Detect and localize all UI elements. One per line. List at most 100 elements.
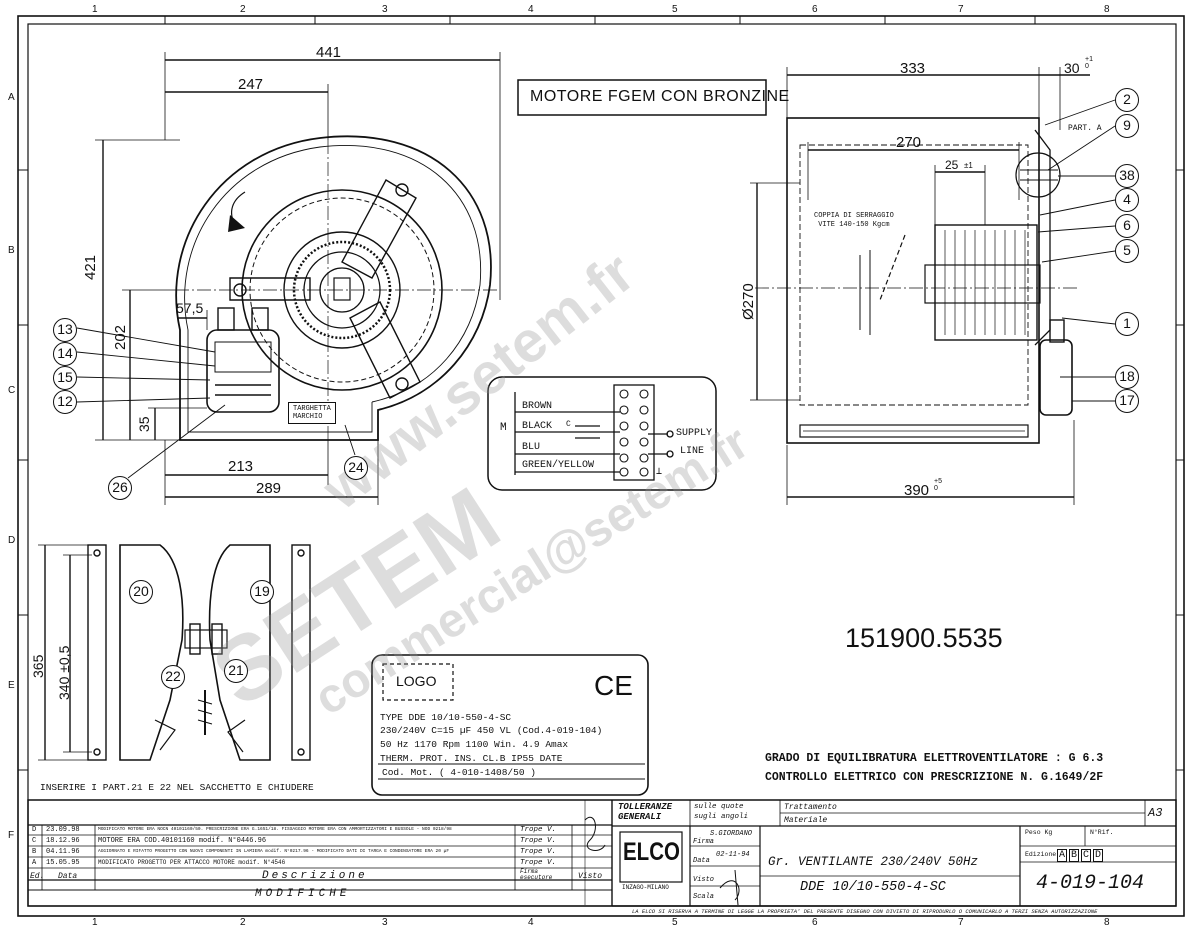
dim-441: 441 (316, 44, 342, 61)
border-num-3: 3 (382, 4, 388, 15)
tb-peso: Peso Kg (1025, 829, 1053, 836)
border-num-b7: 7 (958, 917, 964, 928)
part-a-label: PART. A (1068, 124, 1102, 133)
rev-d-date: 23.09.98 (46, 826, 80, 834)
dim-390-tol: +5 0 (934, 478, 942, 492)
border-letter-c: C (8, 385, 16, 396)
border-num-8: 8 (1104, 4, 1110, 15)
rev-a-ed: A (32, 859, 37, 867)
dim-25-tol: ±1 (964, 161, 973, 170)
rev-c-date: 18.12.96 (46, 837, 80, 845)
border-num-b3: 3 (382, 917, 388, 928)
tb-firma-val: S.GIORDANO (710, 830, 753, 838)
wire-green-yellow: GREEN/YELLOW (522, 460, 595, 471)
rev-c-ed: C (32, 837, 37, 845)
balance-grade: GRADO DI EQUILIBRATURA ELETTROVENTILATOR… (765, 752, 1104, 765)
tb-sulle-quote: sulle quote (694, 803, 744, 811)
border-num-b1: 1 (92, 917, 98, 928)
nameplate-line-3: 50 Hz 1170 Rpm 1100 Win. 4.9 Amax (380, 739, 569, 750)
rev-d-desc: MODIFICATO MOTORE ERA NOCN 40101160/50. … (98, 827, 452, 832)
wiring-cap: C (566, 420, 571, 429)
tb-legal: LA ELCO SI RISERVA A TERMINE DI LEGGE LA… (632, 908, 1098, 915)
insert-note: INSERIRE I PART.21 E 22 NEL SACCHETTO E … (40, 782, 314, 793)
balloon-17: 17 (1115, 389, 1139, 413)
nameplate-line-4: THERM. PROT. INS. CL.B IP55 DATE (380, 753, 563, 764)
tb-sugli-angoli: sugli angoli (694, 813, 749, 821)
dim-25: 25 (945, 158, 959, 172)
rev-hdr-ed: Ed. (30, 872, 45, 881)
nameplate-line-1: TYPE DDE 10/10-550-4-SC (380, 712, 512, 723)
wire-blu: BLU (522, 442, 541, 453)
dim-247: 247 (238, 76, 264, 93)
rev-b-by: Trope V. (520, 848, 557, 856)
balloon-9: 9 (1115, 114, 1139, 138)
dim-35: 35 (136, 416, 152, 432)
rev-c-by: Trope V. (520, 837, 557, 845)
tb-title-2: DDE 10/10-550-4-SC (800, 880, 946, 895)
dim-30: 30 (1064, 60, 1080, 76)
elco-logo: ELCO (623, 838, 680, 866)
rev-d-ed: D (32, 826, 37, 834)
balloon-12: 12 (53, 390, 77, 414)
tb-materiale: Materiale (784, 816, 828, 825)
torque-note: COPPIA DI SERRAGGIO VITE 140-150 Kgcm (814, 212, 894, 229)
balloon-13: 13 (53, 318, 77, 342)
border-num-b8: 8 (1104, 917, 1110, 928)
border-num-6: 6 (812, 4, 818, 15)
tb-firma: Firma (693, 838, 715, 846)
drawing-number: 151900.5535 (845, 623, 1003, 653)
border-num-7: 7 (958, 4, 964, 15)
dim-phi270: Ø270 (740, 283, 757, 320)
dim-365: 365 (30, 654, 46, 678)
rev-hdr-visto: Visto (578, 872, 603, 881)
rev-a-date: 15.05.95 (46, 859, 80, 867)
tb-data: Data (693, 857, 710, 865)
tb-visto: Visto (693, 876, 715, 884)
dim-213: 213 (228, 458, 254, 475)
balloon-21: 21 (224, 659, 248, 683)
dim-289: 289 (256, 480, 282, 497)
rev-a-by: Trope V. (520, 859, 557, 867)
balloon-14: 14 (53, 342, 77, 366)
wiring-motor: M (500, 422, 507, 434)
dim-421: 421 (82, 254, 99, 280)
tb-nrif: N°Rif. (1090, 829, 1114, 836)
border-letter-e: E (8, 680, 15, 691)
tb-format: A3 (1148, 806, 1163, 820)
tb-title-1: Gr. VENTILANTE 230/240V 50Hz (768, 855, 979, 869)
nameplate-cod: Cod. Mot. ( 4-010-1408/50 ) (382, 767, 536, 778)
border-letter-f: F (8, 830, 15, 841)
rev-footer: MODIFICHE (255, 888, 351, 900)
dim-57-5: 57,5 (176, 300, 204, 316)
tb-edizione: Edizione (1025, 851, 1057, 858)
border-letter-b: B (8, 245, 15, 256)
balloon-15: 15 (53, 366, 77, 390)
balloon-4: 4 (1115, 188, 1139, 212)
wiring-supply: SUPPLY (676, 428, 713, 439)
dim-202: 202 (112, 324, 129, 350)
border-letter-d: D (8, 535, 16, 546)
tb-trattamento: Trattamento (784, 803, 837, 812)
wire-black: BLACK (522, 421, 553, 432)
balloon-5: 5 (1115, 239, 1139, 263)
border-num-5: 5 (672, 4, 678, 15)
border-num-2: 2 (240, 4, 246, 15)
wire-brown: BROWN (522, 401, 553, 412)
balloon-1: 1 (1115, 312, 1139, 336)
dim-390: 390 (904, 482, 930, 499)
balloon-20: 20 (129, 580, 153, 604)
balloon-24: 24 (344, 456, 368, 480)
border-num-b5: 5 (672, 917, 678, 928)
rev-a-desc: MODIFICATO PROGETTO PER ATTACCO MOTORE m… (98, 859, 286, 866)
nameplate-line-2: 230/240V C=15 µF 450 VL (Cod.4-019-104) (380, 725, 603, 736)
rev-b-date: 04.11.96 (46, 848, 80, 856)
balloon-18: 18 (1115, 365, 1139, 389)
tb-scala: Scala (693, 893, 715, 901)
rev-b-desc: AGGIORNATO E RIFATTO PROGETTO CON NUOVI … (98, 849, 450, 854)
border-num-4: 4 (528, 4, 534, 15)
earth-icon: ⊥ (656, 467, 663, 478)
tb-data-val: 02-11-94 (716, 851, 750, 859)
rev-hdr-date: Data (58, 872, 78, 881)
